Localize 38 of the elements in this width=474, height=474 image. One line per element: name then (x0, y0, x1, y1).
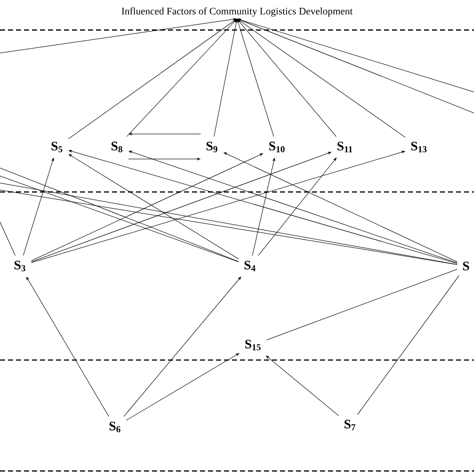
arrow (237, 18, 474, 114)
factor-label: S$_{3}$ (14, 260, 26, 272)
arrow (224, 152, 458, 262)
factor-label: S$_{6}$ (110, 422, 120, 432)
arrow (31, 153, 263, 261)
arrow (258, 158, 336, 256)
title-text: Influenced Factors of Community Logistics Development (122, 7, 353, 17)
arrow (237, 18, 474, 92)
arrow (266, 356, 339, 416)
factor-label: S$_{4}$ (244, 260, 256, 272)
arrow (237, 19, 336, 137)
arrow (23, 158, 54, 256)
factor-label: S$_{13}$ (411, 142, 427, 152)
arrow (128, 132, 201, 136)
arrow (124, 276, 242, 417)
arrow (128, 158, 200, 160)
arrow (126, 19, 237, 137)
factor-label: S$_{11}$ (338, 142, 352, 152)
arrow (237, 18, 406, 138)
arrow (236, 19, 274, 137)
factor-label: S$_{15}$ (245, 340, 261, 350)
arrow (214, 19, 238, 137)
factor-label: S$_{5}$ (52, 142, 62, 152)
arrow (31, 152, 332, 262)
factor-label: S$_{10}$ (269, 142, 285, 152)
arrow (68, 18, 237, 140)
arrow (68, 154, 239, 260)
factor-label: S$_{9}$ (206, 142, 218, 152)
arrow (31, 150, 405, 263)
factor-label: S$_{8}$ (112, 142, 122, 152)
arrow (128, 150, 458, 264)
arrow (252, 158, 276, 256)
arrow (68, 150, 458, 264)
factor-label: S$_{7}$ (344, 420, 356, 430)
factor-label: S (463, 262, 470, 270)
arrow (126, 353, 240, 421)
arrow (26, 276, 110, 417)
arrow (0, 18, 237, 54)
